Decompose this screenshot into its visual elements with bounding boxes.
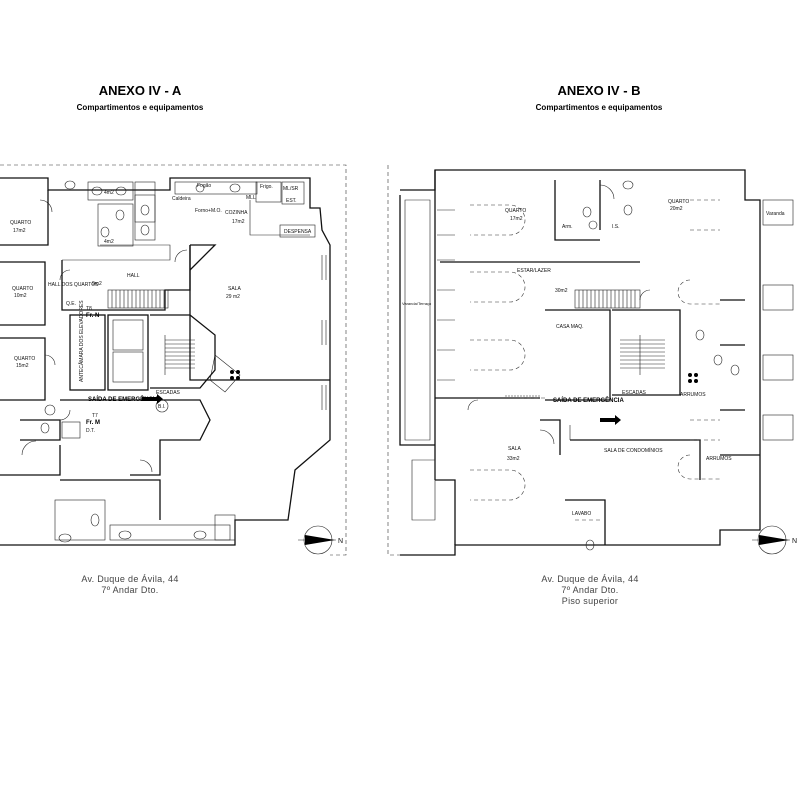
b-arm: Arm. xyxy=(562,224,573,230)
b-quarto2-area: 20m2 xyxy=(670,206,683,212)
a-quarto3-name: QUARTO xyxy=(14,356,35,362)
a-quarto3-area: 15m2 xyxy=(16,363,29,369)
north-arrow-a: N xyxy=(298,525,343,555)
a-hall-area: 9m2 xyxy=(92,281,102,287)
a-quarto2-name: QUARTO xyxy=(12,286,33,292)
panel-b-address: Av. Duque de Ávila, 44 7º Andar Dto. Pis… xyxy=(490,574,690,607)
a-quarto1-name: QUARTO xyxy=(10,220,31,226)
closets-b xyxy=(411,209,455,521)
a-escadas: ESCADAS xyxy=(156,390,181,396)
b-estar-area: 30m2 xyxy=(555,288,568,294)
panel-a-address: Av. Duque de Ávila, 44 7º Andar Dto. xyxy=(30,574,230,596)
a-cozinha-area: 17m2 xyxy=(232,219,245,225)
a-fogao: Fogão xyxy=(197,183,211,189)
a-cald: Caldeira xyxy=(172,196,191,202)
panel-a-address-line1: Av. Duque de Ávila, 44 xyxy=(81,574,179,584)
panel-b-address-line2: 7º Andar Dto. xyxy=(561,585,619,595)
b-casa-maq: CASA MAQ. xyxy=(556,324,584,330)
dashed-loops-b xyxy=(470,199,720,521)
a-dt: D.T. xyxy=(86,428,95,434)
a-frm: Fr. M xyxy=(86,420,100,426)
a-sala-area: 29 m2 xyxy=(226,294,240,300)
a-est: EST. xyxy=(286,198,297,204)
a-sala-name: SALA xyxy=(228,286,241,292)
a-mlsr: ML/SR xyxy=(283,186,299,192)
panel-a-subtitle: Compartimentos e equipamentos xyxy=(76,103,204,112)
a-quarto2-area: 10m2 xyxy=(14,293,27,299)
a-cozinha-name: COZINHA xyxy=(225,210,248,216)
b-saida: SAÍDA DE EMERGÊNCIA xyxy=(553,396,624,404)
a-hall-quartos: HALL DOS QUARTOS xyxy=(48,282,99,288)
b-sala-cond: SALA DE CONDOMÍNIOS xyxy=(604,447,663,454)
a-frn: Fr. N xyxy=(86,313,99,319)
north-arrow-b: N xyxy=(752,525,797,555)
a-frigo: Frigo. xyxy=(260,184,273,190)
a-hall: HALL xyxy=(127,273,140,279)
a-saida: SAÍDA DE EMERGÊNCIA xyxy=(88,395,159,403)
b-varanda: Varanda xyxy=(766,211,785,217)
stairs-top-a xyxy=(107,289,169,309)
b-arrumos2: ARRUMOS xyxy=(706,456,732,462)
a-forno: Forno+M.O. xyxy=(195,208,222,214)
a-t8: T8 xyxy=(86,306,92,312)
b-lavabo: LAVABO xyxy=(572,511,591,517)
b-escadas: ESCADAS xyxy=(622,390,647,396)
a-north-label: N xyxy=(338,538,343,545)
b-varanda-terraco: Varanda/Terraço xyxy=(402,301,432,306)
a-bi: B.I. xyxy=(158,404,166,410)
panel-b-address-line3: Piso superior xyxy=(561,596,619,606)
b-estar: ESTAR/LAZER xyxy=(517,268,551,274)
panel-b-subtitle: Compartimentos e equipamentos xyxy=(535,103,663,112)
b-ls: I.S. xyxy=(612,224,620,230)
panel-b-title: ANEXO IV - B xyxy=(557,83,641,98)
panel-b-address-line1: Av. Duque de Ávila, 44 xyxy=(541,574,639,584)
a-wc1: 4m2 xyxy=(104,190,114,196)
panel-a-address-line2: 7º Andar Dto. xyxy=(101,585,159,595)
floor-plan-a xyxy=(0,164,347,556)
a-wc2: 4m2 xyxy=(104,239,114,245)
b-sala-area: 33m2 xyxy=(507,456,520,462)
a-mll: MLL xyxy=(246,195,256,201)
a-qe: Q.E. xyxy=(66,301,76,307)
a-despensa: DESPENSA xyxy=(284,229,312,235)
b-quarto1-area: 17m2 xyxy=(510,216,523,222)
b-north-label: N xyxy=(792,538,797,545)
a-quarto1-area: 17m2 xyxy=(13,228,26,234)
panel-a-title: ANEXO IV - A xyxy=(98,83,182,98)
b-quarto2-name: QUARTO xyxy=(668,199,689,205)
a-antecamara: ANTECÂMARA DOS ELEVADORES xyxy=(78,300,85,382)
b-sala-name: SALA xyxy=(508,446,521,452)
floor-plan-b xyxy=(387,165,794,556)
b-quarto1-name: QUARTO xyxy=(505,208,526,214)
a-t7: T7 xyxy=(92,413,98,419)
b-arrumos1: ARRUMOS xyxy=(680,392,706,398)
